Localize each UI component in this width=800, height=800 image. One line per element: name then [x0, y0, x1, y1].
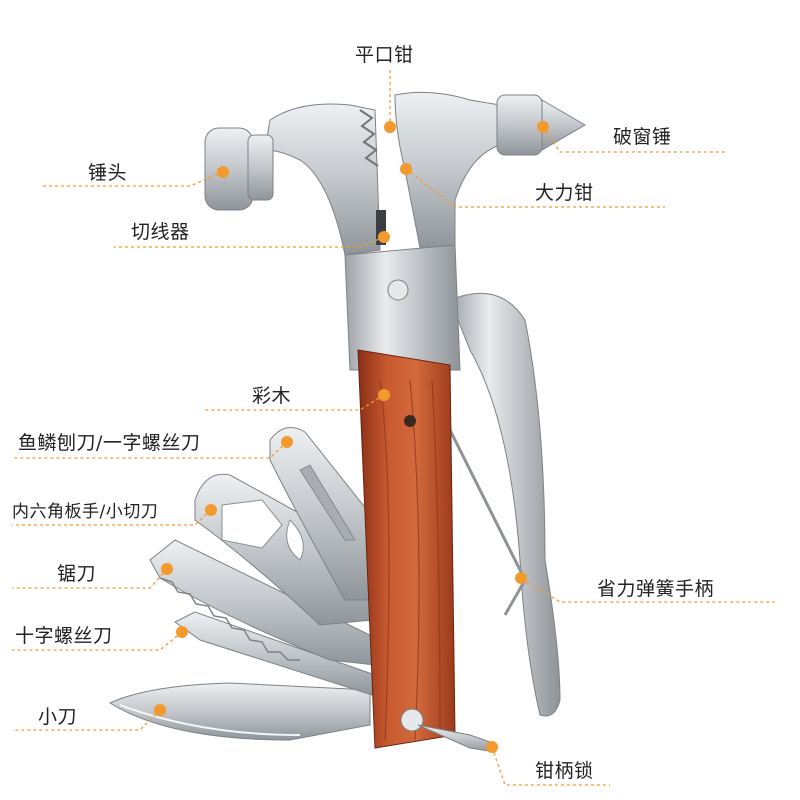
hammer-head [264, 103, 381, 256]
label-saw: 锯刀 [57, 563, 97, 585]
leader-hammer-head [42, 171, 224, 187]
label-spring-handle: 省力弹簧手柄 [597, 578, 715, 600]
callout-dot-spring-handle [515, 572, 527, 584]
rivet [400, 708, 424, 732]
label-knife: 小刀 [38, 706, 78, 728]
callout-dot-window-breaker [537, 121, 549, 133]
label-vise-pliers: 大力钳 [535, 182, 594, 204]
callout-dot-flat-pliers [384, 121, 396, 133]
spring-lever [449, 292, 561, 717]
leader-wire-cutter [114, 236, 385, 248]
steel-frame [344, 244, 461, 371]
label-hex-wrench-knife: 内六角板手/小切刀 [12, 502, 159, 522]
leader-knife [12, 709, 161, 731]
callout-dot-phillips [176, 626, 188, 638]
plier-jaw [394, 91, 501, 249]
leader-vise-pliers [405, 168, 665, 208]
knife-blade [108, 682, 371, 741]
label-window-breaker: 破窗锤 [613, 126, 672, 148]
leader-hex-wrench [12, 509, 212, 526]
leader-scaler [12, 441, 288, 459]
label-scaler-screwdriver: 鱼鳞刨刀/一字螺丝刀 [18, 432, 201, 454]
callout-dot-hex-wrench [205, 504, 217, 516]
label-handle-lock: 钳柄锁 [535, 760, 594, 782]
label-wood-handle: 彩木 [252, 385, 292, 407]
leader-window-breaker [542, 126, 728, 153]
leader-saw [12, 568, 168, 589]
label-flat-pliers: 平口钳 [355, 44, 414, 66]
leader-wood-handle [203, 394, 385, 411]
label-hammer-head: 锤头 [88, 162, 128, 184]
label-wire-cutter: 切线器 [131, 221, 190, 243]
callout-dot-saw [161, 563, 173, 575]
callout-dot-scaler [281, 436, 293, 448]
leader-handle-lock [491, 746, 610, 786]
label-phillips: 十字螺丝刀 [15, 625, 113, 647]
callout-dot-hammer-head [217, 166, 229, 178]
callout-dot-handle-lock [486, 741, 498, 753]
callout-dot-wood-handle [378, 389, 390, 401]
callout-dot-knife [154, 704, 166, 716]
scaler-blade [269, 427, 376, 601]
callout-dot-vise-pliers [400, 163, 412, 175]
leader-phillips [12, 631, 183, 651]
callout-dot-wire-cutter [378, 231, 390, 243]
